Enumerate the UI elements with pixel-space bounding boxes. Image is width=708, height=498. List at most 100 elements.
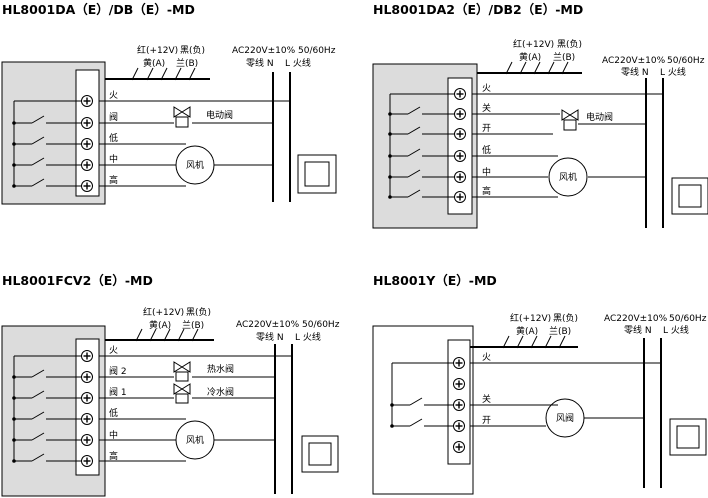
- panel-1-power-voltage: AC220V±10%: [232, 46, 296, 56]
- panel-3-cold-valve-icon: [173, 383, 191, 404]
- panel-2-neutral-label: 零线 N: [621, 66, 649, 78]
- panel-3-fan-icon: [175, 420, 215, 460]
- panel-4-title: HL8001Y（E）-MD: [373, 273, 497, 288]
- panel-3-term-valve1: 阀 1: [109, 387, 127, 398]
- panel-2-device-outline: [671, 177, 708, 215]
- panel-3-term-mid: 中: [109, 429, 118, 441]
- panel-2-term-high: 高: [482, 185, 491, 197]
- panel-1-term-high: 高: [109, 174, 118, 186]
- panel-3: HL8001FCV2（E）-MD 红(+12V) 黑(负) 黄(A) 兰(B) …: [1, 273, 340, 497]
- switch-blade: [31, 453, 45, 462]
- switch-blade: [31, 432, 45, 441]
- panel-1-power-freq: 50/60Hz: [298, 46, 336, 56]
- panel-4-damper-icon: [545, 398, 585, 438]
- panel-1-wire-red: 红(+12V): [137, 44, 178, 56]
- switch-blade: [31, 369, 45, 378]
- switch-blade: [407, 106, 421, 115]
- switch-blade: [31, 411, 45, 420]
- panel-2-fan-icon: [548, 157, 588, 197]
- panel-4-thermostat-body: [372, 325, 474, 495]
- panel-1-fan-label: 风机: [186, 159, 204, 171]
- panel-2-term-mid: 中: [482, 166, 491, 178]
- panel-1-neutral-label: 零线 N: [246, 57, 274, 69]
- panel-3-term-valve2: 阀 2: [109, 366, 127, 377]
- panel-3-wire-black: 黑(负): [186, 306, 211, 318]
- panel-1-fan-icon: [175, 145, 215, 185]
- panel-1-wire-black: 黑(负): [180, 44, 205, 56]
- panel-3-wire-yellow: 黄(A): [149, 319, 171, 331]
- panel-3-term-fire: 火: [109, 345, 118, 356]
- panel-2-wire-blue: 兰(B): [553, 51, 575, 63]
- panel-3-wire-red: 红(+12V): [143, 306, 184, 318]
- panel-4-wire-yellow: 黄(A): [516, 325, 538, 337]
- panel-1: HL8001DA（E）/DB（E）-MD 红(+12V) 黑(负) 黄(A) 兰…: [1, 2, 337, 205]
- panel-2-fan-label: 风机: [559, 171, 577, 183]
- panel-1-term-fire: 火: [109, 90, 118, 101]
- panel-4-neutral-label: 零线 N: [624, 324, 652, 336]
- panel-3-title: HL8001FCV2（E）-MD: [2, 273, 153, 288]
- panel-4-device-outline: [669, 418, 707, 456]
- panel-4-damper-label: 风阀: [556, 413, 574, 424]
- panel-3-term-low: 低: [109, 407, 118, 419]
- switch-blade: [407, 148, 421, 157]
- panel-3-power-voltage: AC220V±10%: [236, 320, 300, 330]
- panel-3-neutral-label: 零线 N: [256, 331, 284, 343]
- panel-2-term-low: 低: [482, 144, 491, 156]
- panel-3-live-label: L 火线: [295, 331, 321, 343]
- switch-blade: [407, 189, 421, 198]
- switch-blade: [409, 397, 423, 406]
- panel-1-term-mid: 中: [109, 153, 118, 165]
- panel-3-wire-blue: 兰(B): [182, 319, 204, 331]
- panel-4-wire-blue: 兰(B): [549, 325, 571, 337]
- panel-2-term-close: 关: [482, 102, 491, 114]
- panel-3-device-outline: [301, 435, 339, 473]
- panel-1-device-outline: [297, 154, 337, 194]
- panel-2-wire-red: 红(+12V): [513, 38, 554, 50]
- panel-3-term-high: 高: [109, 450, 118, 462]
- panel-2-term-fire: 火: [482, 83, 491, 94]
- panel-1-wire-yellow: 黄(A): [143, 57, 165, 69]
- panel-4-wire-black: 黑(负): [553, 312, 578, 324]
- panel-3-fan-label: 风机: [186, 434, 204, 446]
- panel-3-cold-valve-label: 冷水阀: [207, 386, 234, 398]
- panel-4-term-open: 开: [482, 415, 491, 426]
- panel-4-term-fire: 火: [482, 352, 491, 363]
- switch-blade: [407, 169, 421, 178]
- panel-2-power-freq: 50/60Hz: [667, 56, 705, 66]
- panel-1-terminal-strip: [75, 69, 100, 197]
- panel-4-term-close: 关: [482, 393, 491, 405]
- panel-2-term-open: 开: [482, 123, 491, 134]
- panel-2-valve-icon: [561, 109, 579, 131]
- panel-2-valve-label: 电动阀: [586, 111, 613, 123]
- panel-2-wire-black: 黑(负): [557, 38, 582, 50]
- panel-1-term-valve: 阀: [109, 112, 118, 123]
- switch-blade: [31, 157, 45, 166]
- panel-2: HL8001DA2（E）/DB2（E）-MD 红(+12V) 黑(负) 黄(A)…: [372, 2, 708, 229]
- panel-1-wire-blue: 兰(B): [176, 57, 198, 69]
- panel-4-wire-red: 红(+12V): [510, 312, 551, 324]
- panel-3-hot-valve-label: 热水阀: [207, 363, 234, 375]
- panel-3-power-freq: 50/60Hz: [302, 320, 340, 330]
- panel-2-live-label: L 火线: [660, 66, 686, 78]
- panel-1-term-low: 低: [109, 132, 118, 144]
- panel-4-power-voltage: AC220V±10%: [604, 314, 668, 324]
- switch-blade: [31, 115, 45, 124]
- panel-4-live-label: L 火线: [663, 324, 689, 336]
- switch-blade: [409, 418, 423, 427]
- switch-blade: [31, 390, 45, 399]
- switch-blade: [31, 178, 45, 187]
- panel-2-power-voltage: AC220V±10%: [602, 56, 666, 66]
- panel-1-valve-label: 电动阀: [206, 109, 233, 121]
- panel-4: HL8001Y（E）-MD 红(+12V) 黑(负) 黄(A) 兰(B) AC2…: [372, 273, 707, 495]
- terminal-screws-and-switches: [12, 88, 466, 467]
- panel-2-wire-yellow: 黄(A): [519, 51, 541, 63]
- panel-4-power-freq: 50/60Hz: [669, 314, 707, 324]
- panel-1-title: HL8001DA（E）/DB（E）-MD: [2, 2, 195, 17]
- panel-1-valve-icon: [173, 106, 191, 128]
- panel-1-live-label: L 火线: [285, 57, 311, 69]
- switch-blade: [31, 136, 45, 145]
- panel-3-hot-valve-icon: [173, 361, 191, 382]
- switch-blade: [407, 126, 421, 135]
- panel-2-title: HL8001DA2（E）/DB2（E）-MD: [373, 2, 583, 17]
